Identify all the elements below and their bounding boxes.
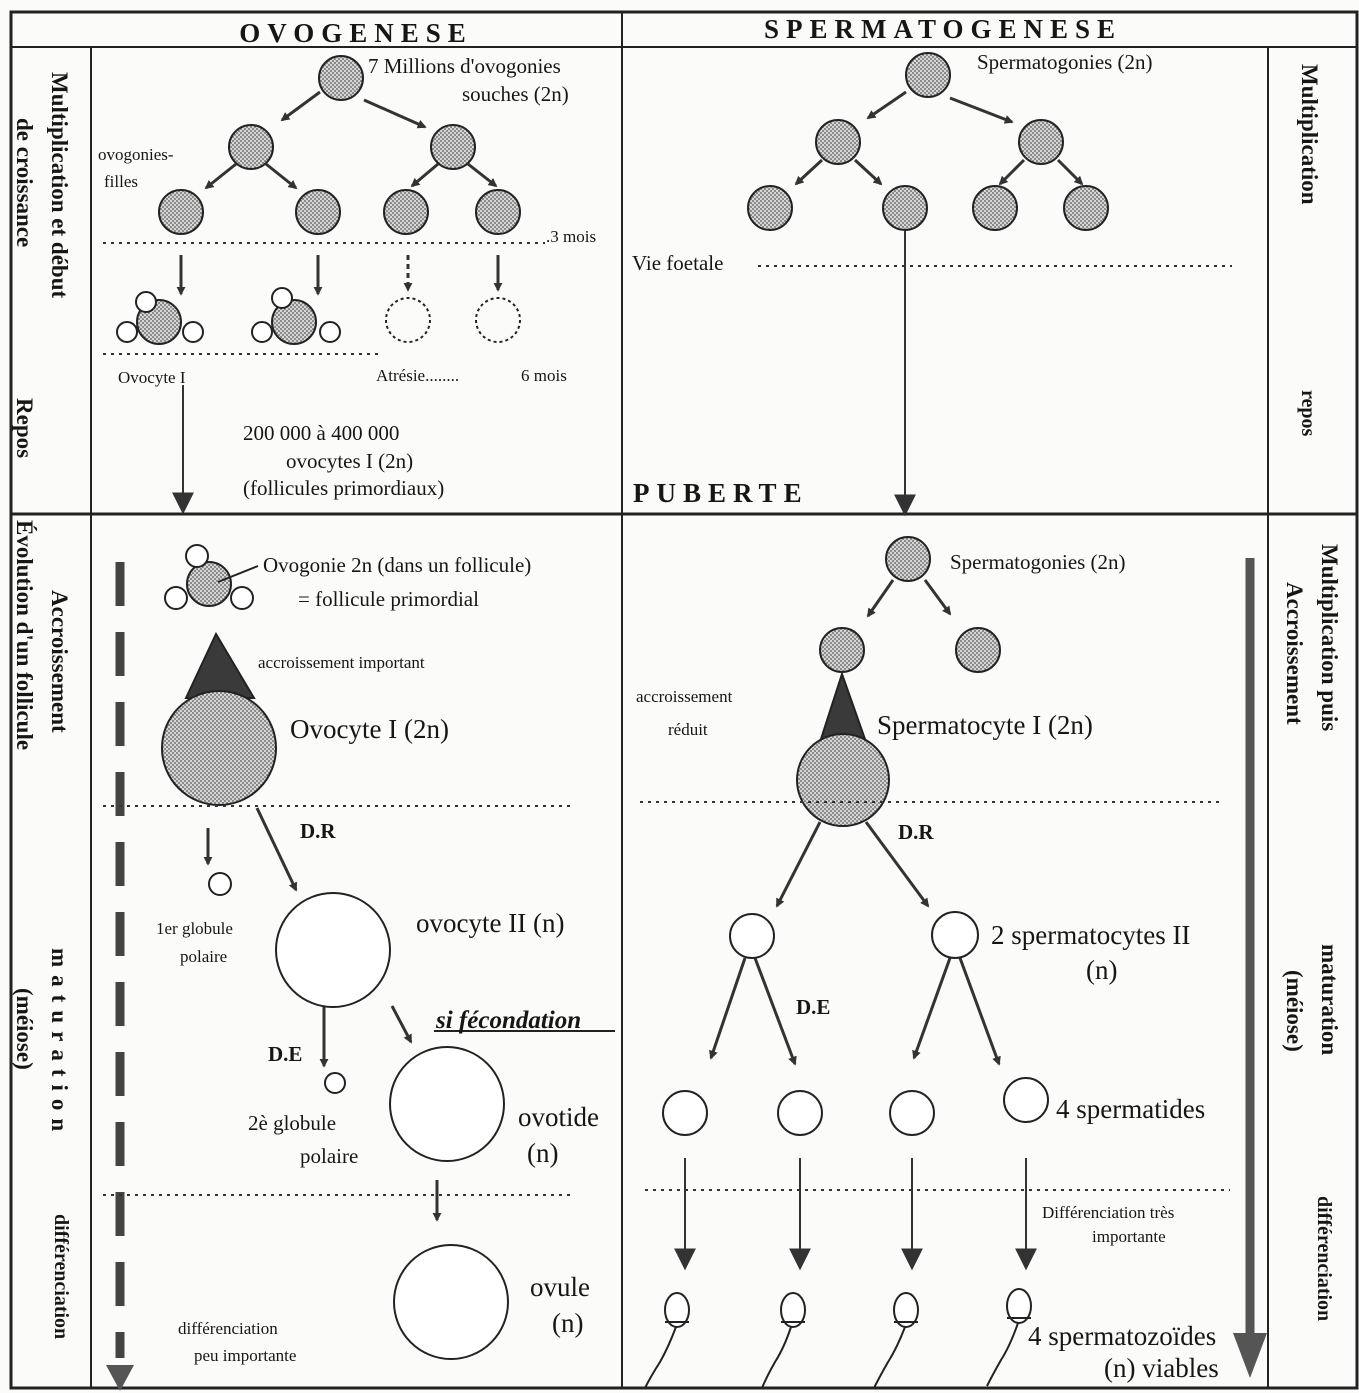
sperm-meiosis-arrows: [709, 821, 1001, 1066]
sperm-spermatogonies-mid: Spermatogonies (2n): [950, 550, 1126, 574]
sperm-spermatozoides-line1: 4 spermatozoïdes: [1028, 1321, 1216, 1351]
sperm-dr: D.R: [898, 820, 934, 844]
sperm-cells-n: [662, 911, 1049, 1136]
label-differenciation-right: différenciation: [1313, 1196, 1335, 1321]
sperm-timeline-bar: [1233, 558, 1267, 1378]
ovo-globule1-line2: polaire: [180, 947, 227, 966]
ovo-de: D.E: [268, 1042, 302, 1066]
label-repos-left: Repos: [12, 398, 37, 458]
label-meiose-right: (méiose): [1282, 970, 1307, 1052]
sperm-accr-line2: réduit: [668, 720, 708, 739]
label-maturation-left: maturation: [47, 948, 72, 1139]
ovo-ovule-line2: (n): [552, 1308, 583, 1338]
ovo-globule-1: [208, 872, 232, 896]
sperm-vie-foetale: Vie foetale: [632, 251, 723, 275]
ovo-count-line2: ovocytes I (2n): [286, 449, 413, 473]
sperm-mid-arrows: [866, 579, 952, 618]
ovo-ovogonie-line2: = follicule primordial: [298, 587, 479, 611]
sperm-mid-cells: [819, 536, 1001, 673]
table-frame: [9, 10, 1359, 1390]
ovo-follicles-row: [116, 287, 521, 345]
ovo-si-fecondation: si fécondation: [435, 1007, 581, 1034]
label-accroissement-right: Accroissement: [1282, 582, 1307, 725]
ovo-ovocyte-i-label: Ovocyte I: [118, 368, 186, 387]
right-side-labels: Multiplication repos Multiplication puis…: [1282, 64, 1342, 1321]
left-side-labels: Multiplication et début de croissance Re…: [12, 72, 72, 1339]
label-multiplication-debut: Multiplication et début: [47, 72, 72, 299]
header-spermatogenese: SPERMATOGENESE: [764, 14, 1122, 44]
sperm-accr-line1: accroissement: [636, 687, 733, 706]
ovo-accroissement-important: accroissement important: [258, 653, 425, 672]
sperm-spermatocytes-ii-line1: 2 spermatocytes II: [991, 920, 1190, 950]
ovo-filles-line1: ovogonies-: [98, 145, 174, 164]
sperm-diff-line2: importante: [1092, 1227, 1166, 1246]
ovo-globule2-line2: polaire: [300, 1144, 358, 1168]
label-maturation-right: maturation: [1317, 944, 1342, 1055]
ovo-millions-line2: souches (2n): [462, 82, 569, 106]
sperm-diff-arrows: [674, 1158, 1037, 1271]
sperm-spermatides: 4 spermatides: [1056, 1094, 1205, 1124]
label-de-croissance: de croissance: [12, 118, 37, 247]
label-accroissement-left: Accroissement: [47, 590, 72, 733]
label-multiplication-puis: Multiplication puis: [1317, 544, 1342, 731]
ovo-ovotide-line1: ovotide: [518, 1102, 599, 1132]
ovo-ovogonie-line1: Ovogonie 2n (dans un follicule): [263, 553, 531, 577]
ovo-top-arrows: [176, 90, 503, 296]
ovo-count-line3: (follicules primordiaux): [243, 476, 444, 500]
ovo-ovocyte-i-large: [161, 690, 277, 806]
ovo-atresie: Atrésie........: [376, 366, 459, 385]
sperm-spermatocytes-ii-line2: (n): [1086, 955, 1117, 985]
ovo-6-mois: 6 mois: [521, 366, 567, 385]
ovo-ovocyte-i-2n: Ovocyte I (2n): [290, 714, 449, 744]
sperm-spermatozoides-line2: (n) viables: [1104, 1353, 1219, 1383]
ovo-ovocyte-ii: [275, 892, 391, 1008]
sperm-spermatocyte-i-label: Spermatocyte I (2n): [877, 710, 1093, 740]
label-evolution-follicule: Évolution d'un follicule: [12, 520, 37, 750]
ovo-globule2-line1: 2è globule: [248, 1111, 336, 1135]
ovo-dr: D.R: [300, 819, 336, 843]
ovo-ovule: [393, 1244, 509, 1360]
label-repos-right: repos: [1297, 390, 1319, 437]
sperm-spermatozoa: [644, 1288, 1032, 1389]
ovo-top-section: [158, 55, 521, 235]
ovo-filles-line2: filles: [104, 172, 138, 191]
sperm-puberte: PUBERTE: [633, 478, 809, 508]
ovo-primordial-follicle: [164, 544, 259, 610]
ovo-3-mois: .3 mois: [546, 227, 596, 246]
ovo-meiosis-arrows: [203, 807, 442, 1222]
ovo-millions-line1: 7 Millions d'ovogonies: [368, 54, 561, 78]
sperm-top-arrows: [794, 90, 1084, 186]
sperm-growth-triangle: [818, 670, 868, 743]
ovo-dashed-timeline: [106, 562, 134, 1391]
ovo-ovotide-line2: (n): [527, 1138, 558, 1168]
sperm-spermatogonies-top: Spermatogonies (2n): [977, 50, 1153, 74]
ovo-diff-line1: différenciation: [178, 1319, 278, 1338]
header-ovogenese: OVOGENESE: [239, 18, 473, 48]
label-meiose-left: (méiose): [12, 988, 37, 1070]
ovo-ovocyte-ii-label: ovocyte II (n): [416, 908, 564, 938]
label-multiplication-right: Multiplication: [1297, 64, 1322, 205]
ovo-diff-line2: peu importante: [194, 1346, 296, 1365]
sperm-diff-line1: Différenciation très: [1042, 1203, 1174, 1222]
ovo-growth-triangle: [184, 631, 256, 699]
ovo-ovule-line1: ovule: [530, 1272, 590, 1302]
ovo-globule-2: [324, 1072, 346, 1094]
sperm-spermatocyte-i: [796, 733, 890, 827]
ovo-globule1-line1: 1er globule: [156, 919, 233, 938]
ovo-ovotide: [389, 1046, 505, 1162]
sperm-de: D.E: [796, 995, 830, 1019]
sperm-top-section: [747, 52, 1109, 231]
label-differenciation-left: différenciation: [50, 1214, 72, 1339]
ovo-count-line1: 200 000 à 400 000: [243, 421, 399, 445]
